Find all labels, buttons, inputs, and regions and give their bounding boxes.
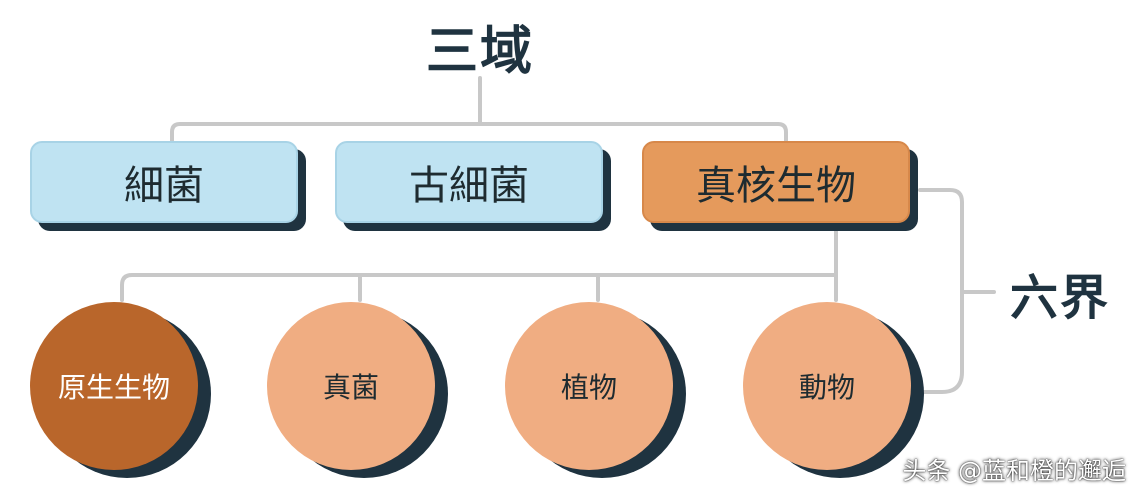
diagram-title: 三域 (425, 21, 534, 82)
domain-label-bacteria: 細菌 (124, 163, 204, 209)
kingdom-circle-fungi: 真菌 (267, 302, 435, 470)
six-kingdoms-label: 六界 (1009, 270, 1110, 326)
domain-label-eukaryote: 真核生物 (696, 163, 856, 209)
domain-box-eukaryote: 真核生物 (642, 141, 910, 223)
kingdom-label-plants: 植物 (560, 371, 617, 404)
domain-box-archaea: 古細菌 (335, 141, 603, 223)
domain-label-archaea: 古細菌 (409, 163, 529, 209)
kingdom-circle-plants: 植物 (505, 302, 673, 470)
domain-bus-line (170, 122, 788, 144)
kingdom-circle-protist: 原生生物 (30, 302, 198, 470)
kingdom-label-protist: 原生生物 (57, 371, 170, 404)
kingdom-label-fungi: 真菌 (322, 371, 379, 404)
kingdom-bus-line (120, 273, 838, 302)
kingdom-label-animals: 動物 (798, 371, 855, 404)
kingdom-circle-animals: 動物 (743, 302, 911, 470)
domain-box-bacteria: 細菌 (30, 141, 298, 223)
six-kingdoms-bracket (916, 188, 964, 394)
watermark-text: 头条 @蓝和橙的邂逅 (902, 457, 1126, 485)
